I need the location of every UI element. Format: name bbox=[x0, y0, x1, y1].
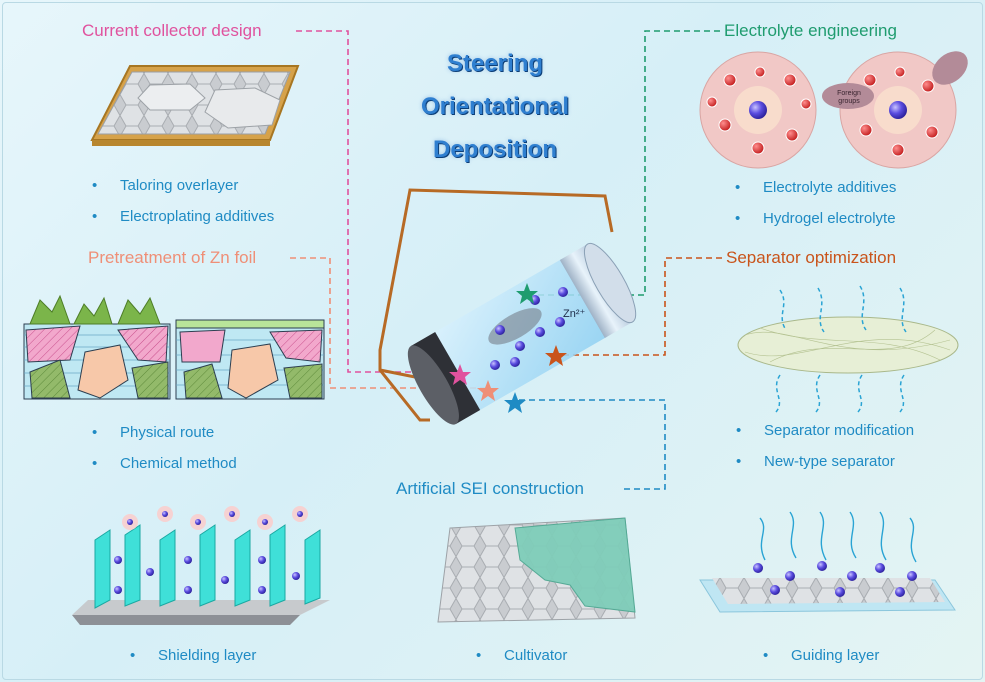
zn-foil-illustration bbox=[23, 294, 325, 400]
heading-separator: Separator optimization bbox=[726, 248, 897, 267]
connector-current-collector bbox=[296, 30, 460, 373]
bullet-separator-modification: Separator modification bbox=[736, 422, 914, 439]
bullet-taloring-overlayer: Taloring overlayer bbox=[92, 177, 238, 194]
heading-current-collector: Current collector design bbox=[82, 21, 262, 40]
bullet-cultivator: Cultivator bbox=[476, 647, 568, 664]
cultivator-illustration bbox=[437, 517, 636, 623]
bullet-guiding-layer: Guiding layer bbox=[763, 647, 880, 664]
foreign-groups-label: Foreign groups bbox=[837, 90, 861, 105]
heading-electrolyte: Electrolyte engineering bbox=[724, 21, 897, 40]
connector-separator bbox=[556, 257, 722, 356]
bullet-chemical-method: Chemical method bbox=[92, 455, 237, 472]
heading-sei: Artificial SEI construction bbox=[396, 479, 585, 498]
bullet-electrolyte-additives: Electrolyte additives bbox=[735, 179, 896, 196]
shielding-illustration bbox=[72, 506, 330, 625]
connector-sei bbox=[515, 399, 666, 490]
bullet-hydrogel-electrolyte: Hydrogel electrolyte bbox=[735, 210, 895, 227]
collector-illustration bbox=[90, 65, 300, 146]
bullet-new-type-separator: New-type separator bbox=[736, 453, 895, 470]
zn-ion-label: Zn²⁺ bbox=[563, 308, 586, 320]
battery-illustration bbox=[378, 188, 637, 425]
title-line-3: Deposition bbox=[433, 136, 557, 163]
separator-illustration bbox=[737, 285, 959, 413]
bullet-electroplating-additives: Electroplating additives bbox=[92, 208, 274, 225]
title-line-1: Steering bbox=[446, 50, 544, 77]
connector-pretreatment bbox=[290, 257, 488, 389]
solvation-illustration bbox=[699, 51, 968, 169]
heading-pretreatment: Pretreatment of Zn foil bbox=[88, 248, 257, 267]
bullet-shielding-layer: Shielding layer bbox=[130, 647, 257, 664]
bullet-physical-route: Physical route bbox=[92, 424, 214, 441]
guiding-illustration bbox=[699, 511, 956, 613]
title-line-2: Orientational bbox=[420, 93, 570, 120]
